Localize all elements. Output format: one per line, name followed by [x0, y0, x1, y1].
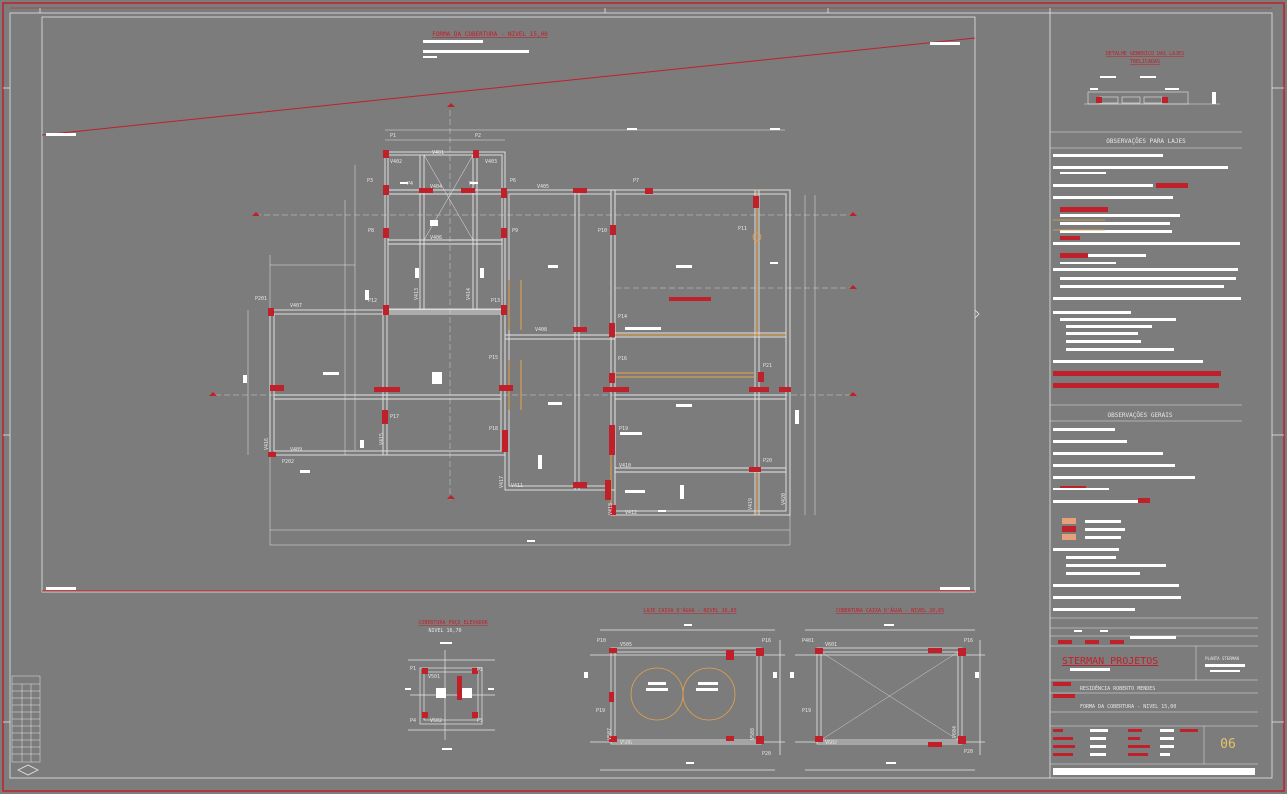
svg-text:P14: P14: [618, 314, 627, 320]
svg-text:V405: V405: [537, 184, 549, 190]
company-subtitle: PLANTA STERMAN: [1205, 656, 1239, 661]
svg-text:P20: P20: [762, 751, 771, 757]
svg-text:P1: P1: [390, 133, 396, 139]
svg-text:V502: V502: [430, 718, 442, 724]
hatch-legend-icon: [1062, 518, 1076, 540]
detail-title-line1: DETALHE GENERICO DAS LAJES: [1106, 51, 1184, 57]
revision-table: [11, 675, 41, 763]
svg-text:P16: P16: [618, 356, 627, 362]
svg-text:P19: P19: [619, 426, 628, 432]
svg-text:V507: V507: [607, 728, 613, 740]
svg-text:P8: P8: [368, 228, 374, 234]
sheet-number: 06: [1220, 737, 1236, 752]
svg-text:V417: V417: [499, 476, 505, 488]
slab-notes-header: OBSERVAÇÕES PARA LAJES: [1106, 138, 1186, 145]
svg-text:P20: P20: [763, 458, 772, 464]
svg-text:V505: V505: [620, 642, 632, 648]
svg-text:P19: P19: [802, 708, 811, 714]
elevator-title: COBERTURA POÇO ELEVADOR: [418, 620, 488, 626]
svg-text:V414: V414: [466, 288, 472, 300]
svg-text:V501: V501: [428, 674, 440, 680]
svg-text:V411: V411: [511, 483, 523, 489]
svg-text:V406: V406: [430, 235, 442, 241]
svg-text:P17: P17: [390, 414, 399, 420]
svg-text:P7: P7: [633, 178, 639, 184]
svg-text:P201: P201: [255, 296, 267, 302]
svg-text:P4: P4: [407, 181, 413, 187]
svg-text:P21: P21: [763, 363, 772, 369]
svg-text:P16: P16: [762, 638, 771, 644]
svg-text:V506: V506: [620, 740, 632, 746]
svg-text:V604: V604: [952, 726, 958, 738]
svg-text:V408: V408: [535, 327, 547, 333]
svg-text:P16: P16: [964, 638, 973, 644]
svg-text:P6: P6: [510, 178, 516, 184]
svg-text:V508: V508: [750, 728, 756, 740]
slab-detail-drawing: [1084, 91, 1220, 105]
column-section-icon: [268, 150, 791, 515]
water-tank-title: LAJE CAIXA D'ÁGUA - NIVEL 16,85: [643, 607, 736, 614]
svg-text:V407: V407: [290, 303, 302, 309]
svg-text:V403: V403: [485, 159, 497, 165]
elevator-level: NIVEL 16,70: [428, 628, 461, 634]
detail-title-line2: TRELICADAS: [1130, 59, 1160, 65]
svg-text:V412: V412: [625, 510, 637, 516]
svg-text:P2: P2: [477, 667, 483, 673]
company-name: STERMAN PROJETOS: [1062, 656, 1158, 667]
svg-text:V415: V415: [379, 433, 385, 445]
drawing-name: FORMA DA COBERTURA - NIVEL 15,00: [1080, 704, 1176, 710]
svg-text:V416: V416: [264, 438, 270, 450]
svg-text:P11: P11: [738, 226, 747, 232]
general-notes-header: OBSERVAÇÕES GERAIS: [1107, 412, 1172, 419]
svg-text:V401: V401: [432, 150, 444, 156]
svg-text:V413: V413: [414, 288, 420, 300]
svg-text:P19: P19: [596, 708, 605, 714]
logo-icon: [17, 764, 39, 776]
project-name: RESIDÊNCIA ROBERTO MENDES: [1080, 684, 1155, 692]
main-plan-title: FORMA DA COBERTURA - NIVEL 15,00: [432, 31, 548, 38]
svg-text:P13: P13: [491, 298, 500, 304]
svg-text:P5: P5: [477, 718, 483, 724]
water-tank-cover-title: COBERTURA CAIXA D'ÁGUA - NIVEL 20,65: [836, 607, 944, 614]
svg-text:V601: V601: [825, 642, 837, 648]
svg-text:P12: P12: [368, 298, 377, 304]
svg-text:V410: V410: [619, 463, 631, 469]
svg-text:P202: P202: [282, 459, 294, 465]
axis-marker-icon: [209, 103, 857, 499]
svg-text:P401: P401: [802, 638, 814, 644]
svg-text:P3: P3: [367, 178, 373, 184]
svg-text:V409: V409: [290, 447, 302, 453]
svg-text:P1: P1: [410, 666, 416, 672]
svg-text:P15: P15: [489, 355, 498, 361]
svg-text:P10: P10: [597, 638, 606, 644]
svg-text:V402: V402: [390, 159, 402, 165]
svg-text:P4: P4: [410, 718, 416, 724]
svg-text:P9: P9: [512, 228, 518, 234]
svg-text:V418: V418: [608, 503, 614, 515]
svg-text:P10: P10: [598, 228, 607, 234]
svg-text:V419: V419: [748, 498, 754, 510]
svg-text:P20: P20: [964, 749, 973, 755]
svg-text:V602: V602: [825, 740, 837, 746]
svg-text:V404: V404: [430, 184, 442, 190]
svg-text:V420: V420: [781, 493, 787, 505]
svg-text:P2: P2: [475, 133, 481, 139]
svg-text:P18: P18: [489, 426, 498, 432]
